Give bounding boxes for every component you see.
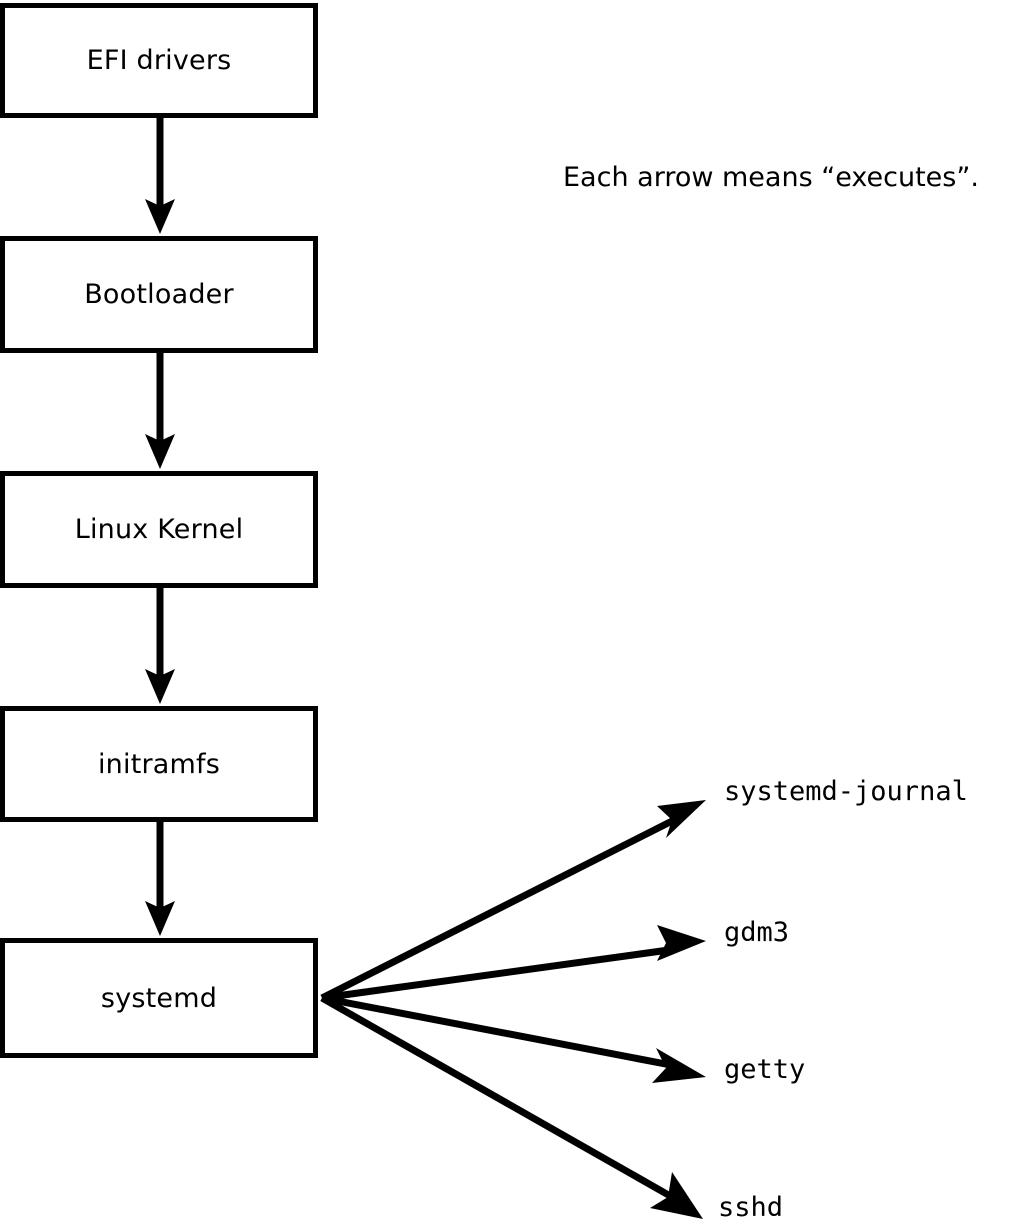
stage-label-bootloader: Bootloader <box>84 279 234 310</box>
legend-note: Each arrow means “executes”. <box>563 162 979 193</box>
service-label-getty[interactable]: getty <box>724 1054 806 1085</box>
stage-box-systemd[interactable]: systemd <box>0 938 318 1058</box>
arrow-efi-drivers-to-bootloader <box>145 118 175 234</box>
arrow-linux-kernel-to-initramfs <box>145 588 175 704</box>
chain-arrow-group <box>145 118 175 936</box>
service-label-systemd-journal[interactable]: systemd-journal <box>724 776 968 807</box>
fanout-arrow-group <box>320 800 706 1219</box>
stage-label-systemd: systemd <box>100 982 218 1014</box>
stage-box-efi-drivers[interactable]: EFI drivers <box>0 3 318 118</box>
stage-box-linux-kernel[interactable]: Linux Kernel <box>0 471 318 588</box>
service-label-sshd[interactable]: sshd <box>718 1192 784 1223</box>
stage-box-bootloader[interactable]: Bootloader <box>0 236 318 353</box>
arrow-initramfs-to-systemd <box>145 822 175 936</box>
stage-box-initramfs[interactable]: initramfs <box>0 706 318 822</box>
stage-label-efi-drivers: EFI drivers <box>86 45 232 76</box>
stage-label-initramfs: initramfs <box>97 748 221 780</box>
service-label-gdm3[interactable]: gdm3 <box>724 917 790 948</box>
arrow-systemd-to-gdm3 <box>321 925 706 1002</box>
arrow-systemd-to-systemd-journal <box>320 800 706 1002</box>
arrow-bootloader-to-linux-kernel <box>145 353 175 469</box>
stage-label-linux-kernel: Linux Kernel <box>74 514 244 545</box>
arrow-systemd-to-getty <box>321 994 706 1083</box>
arrow-systemd-to-sshd <box>320 994 703 1219</box>
